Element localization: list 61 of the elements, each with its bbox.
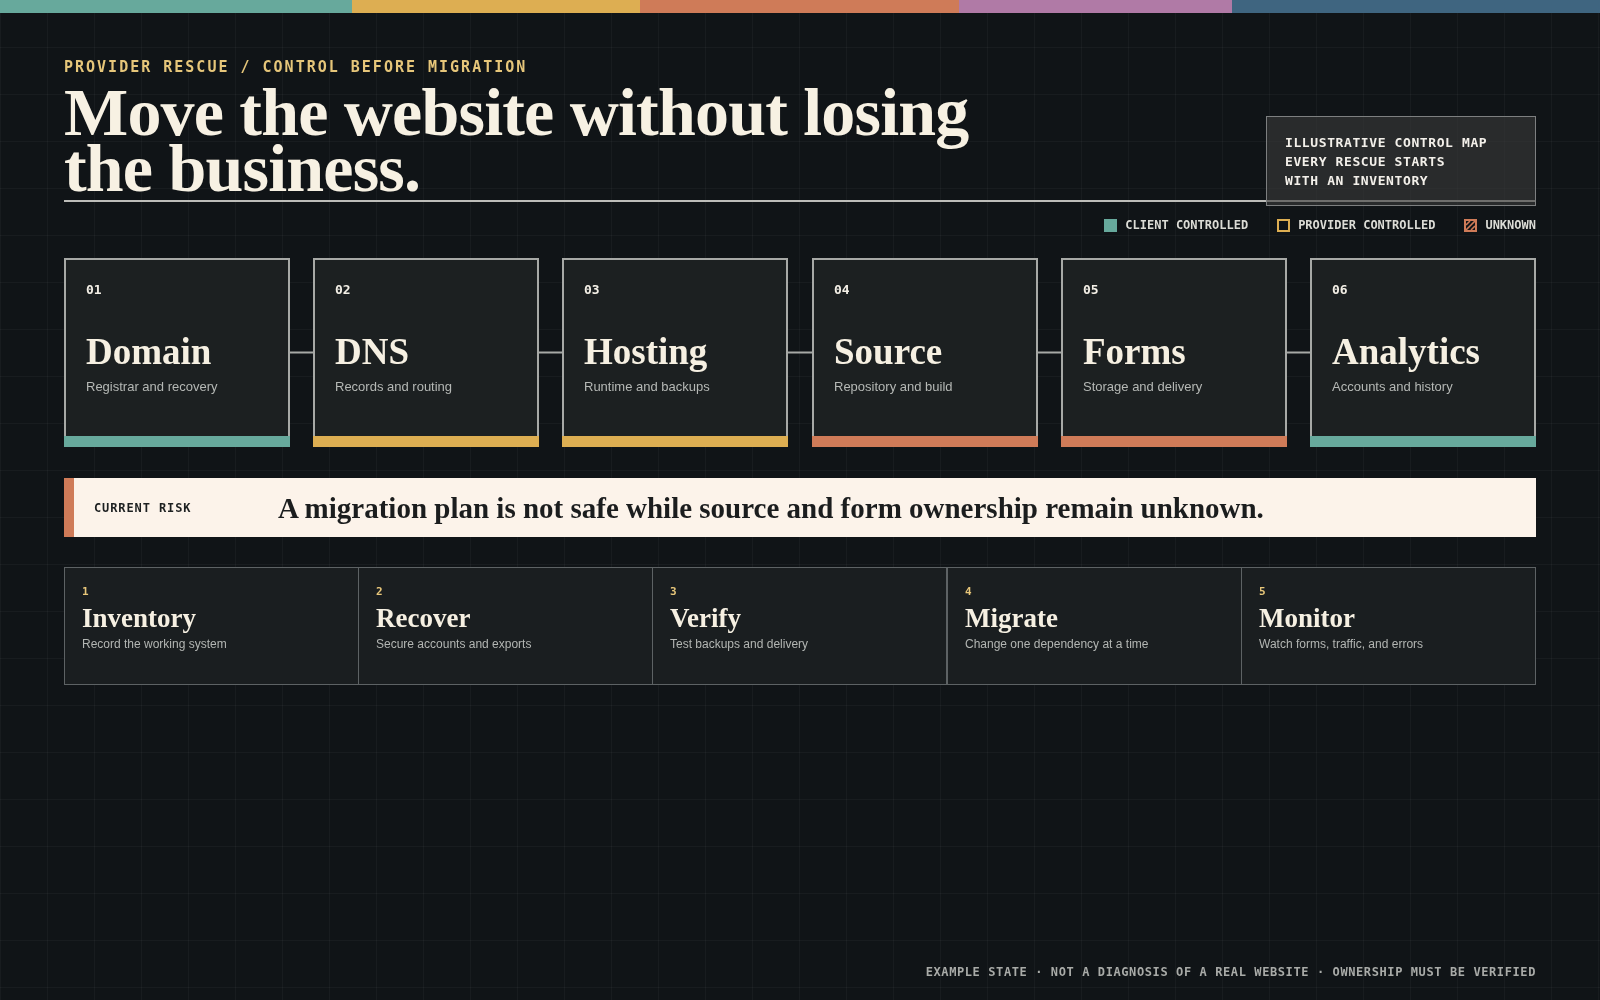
step-number: 3: [670, 585, 677, 598]
page-title: Move the website without losing the business.: [64, 84, 970, 196]
step-description: Record the working system: [82, 637, 227, 651]
step-title: Recover: [376, 603, 471, 633]
step-panel: [358, 567, 653, 685]
control-card: [313, 258, 539, 447]
step-description: Change one dependency at a time: [965, 637, 1149, 651]
card-number: 02: [335, 282, 351, 298]
connector-line: [787, 351, 813, 354]
connector-line: [1286, 351, 1311, 354]
card-description: Registrar and recovery: [86, 379, 218, 395]
legend-label: UNKNOWN: [1485, 218, 1536, 233]
note-heading: ILLUSTRATIVE CONTROL MAP: [1285, 134, 1488, 152]
step-number: 2: [376, 585, 383, 598]
step-panel: [652, 567, 947, 685]
step-number: 4: [965, 585, 972, 598]
card-number: 04: [834, 282, 850, 298]
legend-label: CLIENT CONTROLLED: [1125, 218, 1249, 233]
connector-line: [538, 351, 563, 354]
risk-statement: A migration plan is not safe while source and form ownership remain unknown.: [278, 491, 1264, 524]
card-description: Runtime and backups: [584, 379, 710, 395]
note-box: [1266, 116, 1536, 206]
card-title: Source: [834, 332, 943, 372]
card-number: 01: [86, 282, 102, 298]
card-number: 06: [1332, 282, 1348, 298]
control-card: [562, 258, 788, 447]
card-title: Domain: [86, 332, 212, 372]
step-number: 1: [82, 585, 89, 598]
note-text: EVERY RESCUE STARTS WITH AN INVENTORY: [1285, 153, 1447, 190]
card-title: Forms: [1083, 332, 1186, 372]
card-title: DNS: [335, 332, 410, 372]
control-card: [1061, 258, 1287, 447]
step-description: Test backups and delivery: [670, 637, 809, 651]
control-card: [64, 258, 290, 447]
control-card: [812, 258, 1038, 447]
card-description: Repository and build: [834, 379, 953, 395]
step-description: Watch forms, traffic, and errors: [1259, 637, 1424, 651]
step-title: Verify: [670, 603, 741, 633]
card-number: 03: [584, 282, 600, 298]
step-title: Inventory: [82, 603, 196, 633]
connector-line: [1037, 351, 1062, 354]
card-number: 05: [1083, 282, 1099, 298]
step-number: 5: [1259, 585, 1266, 598]
risk-banner: [64, 478, 1536, 537]
footer-note: EXAMPLE STATE · NOT A DIAGNOSIS OF A REAL WEBSITE · OWNERSHIP MUST BE VERIFIED: [925, 965, 1536, 980]
card-title: Analytics: [1332, 332, 1480, 372]
card-description: Accounts and history: [1332, 379, 1453, 395]
step-panel: [64, 567, 359, 685]
control-card: [1310, 258, 1536, 447]
card-description: Records and routing: [335, 379, 453, 395]
step-title: Monitor: [1259, 603, 1355, 633]
card-title: Hosting: [584, 332, 708, 372]
connector-line: [289, 351, 314, 354]
card-description: Storage and delivery: [1083, 379, 1203, 395]
step-panel: [1241, 567, 1536, 685]
legend-label: PROVIDER CONTROLLED: [1298, 218, 1436, 233]
step-description: Secure accounts and exports: [376, 637, 532, 651]
eyebrow-label: PROVIDER RESCUE / CONTROL BEFORE MIGRATION: [64, 58, 528, 76]
step-panel: [947, 567, 1242, 685]
step-title: Migrate: [965, 603, 1058, 633]
risk-label: CURRENT RISK: [94, 500, 192, 515]
